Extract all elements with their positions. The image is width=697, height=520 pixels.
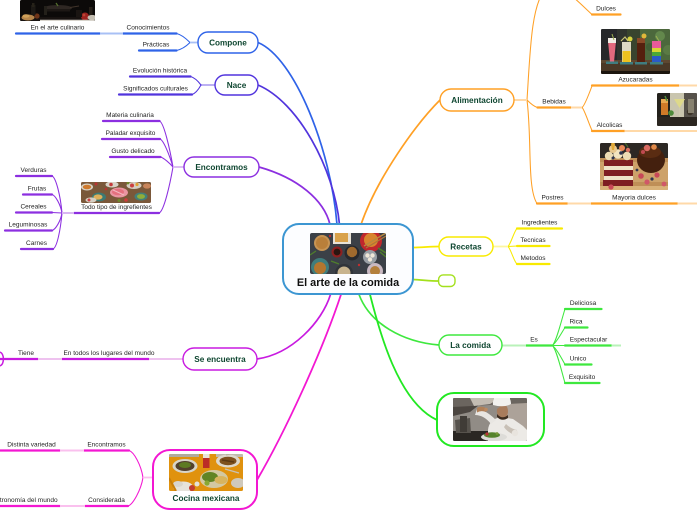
- svg-text:Encontramos: Encontramos: [87, 441, 126, 448]
- svg-text:Exquisito: Exquisito: [569, 374, 596, 381]
- svg-text:Encontramos: Encontramos: [195, 163, 248, 172]
- svg-text:Espectacular: Espectacular: [570, 336, 608, 343]
- svg-text:Materia culinaria: Materia culinaria: [106, 112, 154, 119]
- svg-text:Paladar exquisito: Paladar exquisito: [106, 130, 156, 137]
- svg-text:La comida: La comida: [450, 341, 491, 350]
- svg-text:Nace: Nace: [227, 81, 247, 90]
- svg-text:Postres: Postres: [541, 194, 564, 201]
- svg-text:Deliciosa: Deliciosa: [570, 300, 597, 307]
- svg-text:Significados culturales: Significados culturales: [123, 85, 188, 92]
- svg-text:Verduras: Verduras: [20, 167, 47, 174]
- svg-text:Prácticas: Prácticas: [143, 41, 170, 48]
- svg-text:Frutas: Frutas: [28, 185, 47, 192]
- svg-text:Rica: Rica: [569, 318, 582, 325]
- svg-text:Cocina mexicana: Cocina mexicana: [173, 494, 240, 503]
- svg-text:En el arte culinario: En el arte culinario: [31, 24, 85, 31]
- svg-text:gastronomía del mundo: gastronomía del mundo: [0, 497, 58, 504]
- svg-text:En todos los lugares del mundo: En todos los lugares del mundo: [63, 350, 154, 357]
- svg-text:Recetas: Recetas: [450, 243, 482, 252]
- svg-text:Metodos: Metodos: [521, 255, 547, 262]
- svg-text:Dulces: Dulces: [596, 5, 617, 12]
- svg-text:Azucaradas: Azucaradas: [618, 76, 653, 83]
- svg-text:Leguminosas: Leguminosas: [9, 221, 48, 228]
- svg-text:El arte de la comida: El arte de la comida: [297, 277, 400, 289]
- svg-text:Alimentación: Alimentación: [451, 96, 502, 105]
- svg-text:Alcolicas: Alcolicas: [597, 122, 623, 129]
- svg-text:Se encuentra: Se encuentra: [194, 355, 246, 364]
- svg-text:Considerada: Considerada: [88, 497, 125, 504]
- svg-text:Carnes: Carnes: [26, 240, 48, 247]
- svg-text:Unico: Unico: [570, 355, 587, 362]
- svg-text:Ingredientes: Ingredientes: [522, 219, 559, 226]
- svg-text:Gusto delicado: Gusto delicado: [111, 148, 155, 155]
- svg-text:Mayoria dulces: Mayoria dulces: [612, 194, 656, 201]
- svg-text:Cereales: Cereales: [20, 203, 47, 210]
- svg-text:Tiene: Tiene: [18, 350, 34, 357]
- svg-text:Distinta variedad: Distinta variedad: [7, 441, 56, 448]
- svg-text:Evolución histórica: Evolución histórica: [133, 67, 188, 74]
- svg-text:Tecnicas: Tecnicas: [520, 237, 546, 244]
- svg-text:Conocimientos: Conocimientos: [127, 24, 171, 31]
- svg-text:Compone: Compone: [209, 39, 247, 48]
- svg-text:Es: Es: [530, 336, 538, 343]
- svg-text:Bebidas: Bebidas: [542, 98, 566, 105]
- svg-text:Todo tipo de ingrefientes: Todo tipo de ingrefientes: [81, 204, 153, 211]
